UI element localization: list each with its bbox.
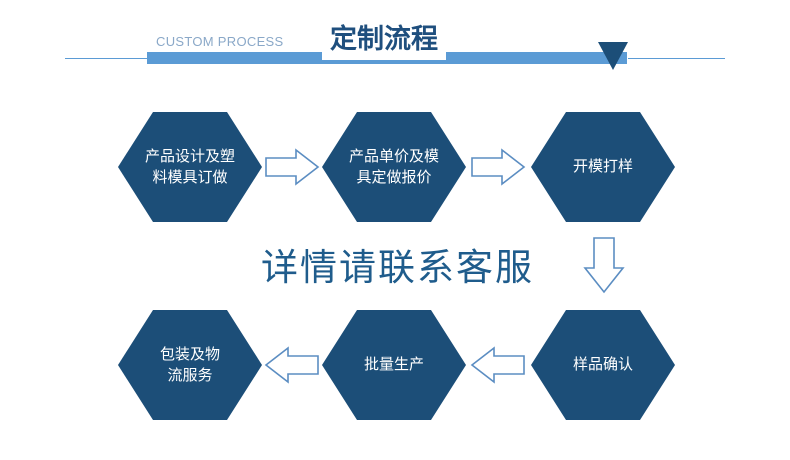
step-label-2-line1: 产品单价及模 [348,147,439,165]
step-label-6-line2: 流服务 [167,366,213,384]
step-label-4-line1: 样品确认 [572,355,633,373]
step-label-2-line2: 具定做报价 [356,168,432,186]
step-label-3: 开模打样 [531,156,675,177]
step-label-4: 样品确认 [531,354,675,375]
arrow-down-icon [583,237,625,294]
header-line-left [65,58,150,59]
step-hexagon-1 [118,112,262,222]
header-subtitle: CUSTOM PROCESS [150,33,290,51]
step-label-5-line1: 批量生产 [363,355,424,373]
arrow-left-icon [264,346,319,384]
step-label-1-line2: 料模具订做 [152,168,228,186]
step-hexagon-2 [322,112,466,222]
step-label-6: 包装及物 流服务 [118,344,262,386]
step-hexagon-5 [322,310,466,420]
step-label-2: 产品单价及模 具定做报价 [322,146,466,188]
step-label-1: 产品设计及塑 料模具订做 [118,146,262,188]
header-triangle-icon [598,42,628,70]
arrow-right-icon [471,148,526,186]
step-label-3-line1: 开模打样 [572,157,633,175]
step-hexagon-6 [118,310,262,420]
step-label-6-line1: 包装及物 [159,345,220,363]
arrow-left-icon [470,346,525,384]
header-line-right [628,58,725,59]
step-hexagon-3 [531,112,675,222]
step-label-5: 批量生产 [322,354,466,375]
arrow-right-icon [265,148,320,186]
header-title: 定制流程 [322,20,446,60]
step-label-1-line1: 产品设计及塑 [144,147,235,165]
contact-customer-service-text: 详情请联系客服 [261,246,534,289]
step-hexagon-4 [531,310,675,420]
